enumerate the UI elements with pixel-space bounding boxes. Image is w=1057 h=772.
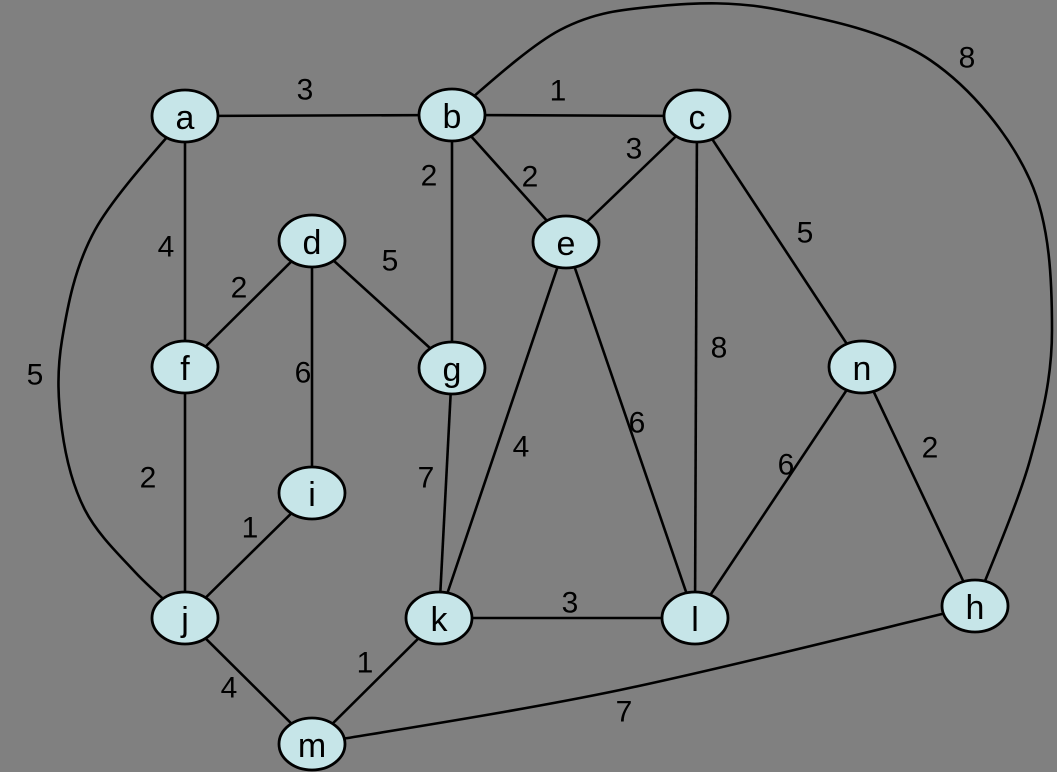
node-g xyxy=(417,340,487,396)
node-m xyxy=(277,716,347,772)
node-label-n: n xyxy=(853,350,872,388)
node-label-f: f xyxy=(180,350,190,388)
edge-weight-k-m: 1 xyxy=(357,647,374,680)
node-label-g: g xyxy=(443,351,462,389)
edge-weight-k-l: 3 xyxy=(562,587,579,620)
edge-weight-m-h: 7 xyxy=(616,696,633,729)
node-c xyxy=(662,88,732,144)
edge-weight-b-e: 2 xyxy=(522,161,539,194)
node-label-e: e xyxy=(557,225,576,263)
edge-weight-n-l: 6 xyxy=(778,449,795,482)
edge-weight-f-j: 2 xyxy=(140,462,157,495)
edge-weight-b-g: 2 xyxy=(421,160,438,193)
edge-b-c xyxy=(451,113,698,118)
node-j xyxy=(150,590,220,646)
node-label-k: k xyxy=(431,601,449,639)
node-i xyxy=(277,465,347,521)
edge-weight-g-k: 7 xyxy=(418,462,435,495)
edge-weight-d-f: 2 xyxy=(231,272,248,305)
edge-weight-b-h: 8 xyxy=(959,42,976,75)
edge-n-l xyxy=(693,366,864,619)
edge-weight-c-l: 8 xyxy=(711,332,728,365)
node-label-l: l xyxy=(691,601,699,639)
node-e xyxy=(531,214,601,270)
node-label-i: i xyxy=(308,476,316,514)
node-d xyxy=(277,213,347,269)
edge-m-h xyxy=(311,604,976,746)
node-b xyxy=(417,87,487,143)
node-f xyxy=(150,339,220,395)
edge-weight-a-j: 5 xyxy=(27,359,44,392)
edge-a-b xyxy=(184,113,453,118)
edge-e-k xyxy=(437,241,568,619)
edge-weight-b-c: 1 xyxy=(550,75,567,108)
edge-c-l xyxy=(693,115,699,619)
edge-g-k xyxy=(437,367,454,619)
edge-b-h xyxy=(451,2,1054,607)
edge-a-j xyxy=(57,115,187,619)
edge-weight-d-g: 5 xyxy=(382,245,399,278)
edge-c-n xyxy=(695,115,864,368)
node-label-m: m xyxy=(298,727,326,765)
edge-weight-a-f: 4 xyxy=(158,231,175,264)
node-l xyxy=(660,590,730,646)
edge-weight-d-i: 6 xyxy=(295,357,312,390)
node-n xyxy=(827,339,897,395)
edge-weight-e-k: 4 xyxy=(513,431,530,464)
node-h xyxy=(940,578,1010,634)
edge-weight-a-b: 3 xyxy=(297,74,314,107)
edge-d-g xyxy=(311,240,453,369)
edge-weight-c-n: 5 xyxy=(797,217,814,250)
node-label-j: j xyxy=(180,601,189,639)
node-label-c: c xyxy=(689,99,706,137)
edge-weight-n-h: 2 xyxy=(922,432,939,465)
node-label-a: a xyxy=(176,99,195,137)
node-a xyxy=(150,88,220,144)
edge-weight-j-m: 4 xyxy=(221,672,238,705)
node-label-b: b xyxy=(443,98,462,136)
node-label-d: d xyxy=(303,224,322,262)
edge-weight-c-e: 3 xyxy=(626,133,643,166)
edge-n-h xyxy=(860,366,977,607)
node-k xyxy=(404,590,474,646)
edge-weight-e-l: 6 xyxy=(629,407,646,440)
node-label-h: h xyxy=(966,589,985,627)
edge-e-l xyxy=(564,241,697,619)
edge-weight-i-j: 1 xyxy=(242,512,259,545)
